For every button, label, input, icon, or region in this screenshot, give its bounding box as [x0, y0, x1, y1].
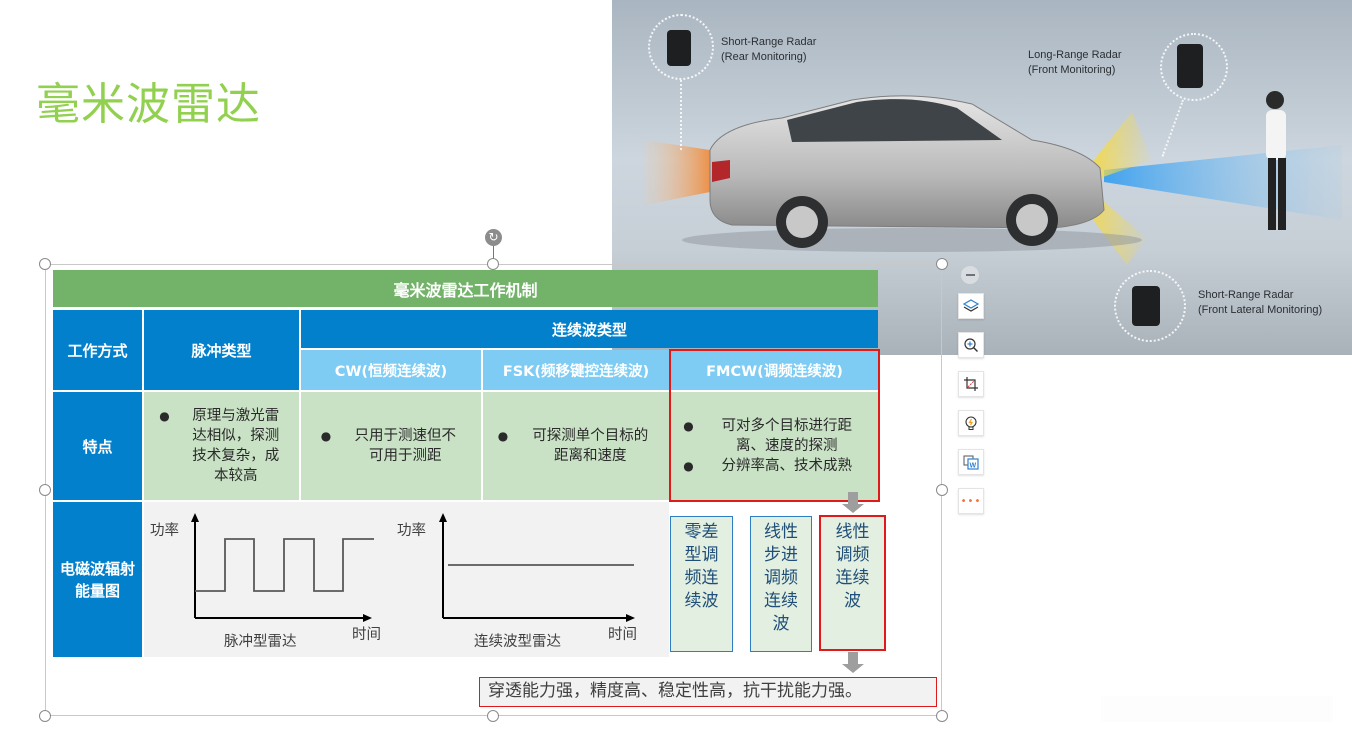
down-arrow-head-icon — [842, 504, 864, 513]
zoom-in-button[interactable] — [958, 332, 984, 358]
pulse-radar-chart — [191, 513, 374, 622]
header-cw: CW(恒频连续波) — [301, 350, 481, 390]
bullet-icon: ● — [320, 429, 332, 443]
features-cw-text: 只用于测速但不可用于测距 — [354, 428, 456, 464]
callout-title: Long-Range Radar — [1028, 49, 1122, 61]
resize-handle-top-right[interactable] — [936, 258, 948, 270]
text-line: 波 — [772, 614, 790, 634]
header-fsk: FSK(频移键控连续波) — [483, 350, 669, 390]
features-fmcw-text-2: 分辨率高、技术成熟 — [721, 458, 852, 474]
callout-subtitle: (Rear Monitoring) — [721, 51, 807, 63]
row-label-features: 特点 — [53, 392, 142, 500]
row-label-energy: 电磁波辐射能量图 — [53, 502, 142, 657]
collapse-toolbar-button[interactable] — [961, 266, 979, 284]
cw-chart-xlabel: 时间 — [608, 627, 637, 643]
features-fmcw-text-1: 可对多个目标进行距离、速度的探测 — [721, 418, 852, 454]
crop-button[interactable] — [958, 371, 984, 397]
bullet-icon: ● — [683, 419, 694, 433]
slide-title: 毫米波雷达 — [36, 79, 261, 130]
fmcw-type-linear-fm: 线性 调频 连续 波 — [819, 515, 886, 651]
lightbulb-icon — [965, 416, 977, 430]
header-pulse-type: 脉冲类型 — [144, 310, 299, 390]
header-continuous-type: 连续波类型 — [301, 310, 878, 348]
bullet-icon: ● — [683, 459, 694, 473]
down-arrow-head-icon — [842, 664, 864, 673]
crop-icon — [964, 377, 978, 391]
resize-handle-middle-right[interactable] — [936, 484, 948, 496]
convert-to-word-button[interactable]: W — [958, 449, 984, 475]
zoom-in-icon — [964, 338, 978, 352]
front-lateral-radar-ring — [1114, 270, 1186, 342]
more-options-button[interactable]: ••• — [958, 488, 984, 514]
callout-title: Short-Range Radar — [721, 36, 817, 48]
text-line: 续波 — [684, 591, 719, 611]
svg-text:W: W — [970, 463, 977, 470]
fmcw-type-linear-step: 线性 步进 调频 连续 波 — [750, 516, 812, 652]
summary-conclusion: 穿透能力强，精度高、稳定性高，抗干扰能力强。 — [479, 677, 937, 707]
pulse-chart-xlabel: 时间 — [352, 627, 381, 643]
callout-title: Short-Range Radar — [1198, 289, 1294, 301]
rear-radar-ring — [648, 14, 714, 80]
long-range-radar-ring — [1160, 33, 1228, 101]
callout-front-lateral-radar: Short-Range Radar (Front Lateral Monitor… — [1198, 288, 1322, 318]
bullet-icon: ● — [497, 429, 509, 443]
minus-icon — [965, 274, 975, 276]
rotate-handle-icon[interactable]: ↻ — [485, 229, 502, 246]
text-line: 零差 — [684, 522, 719, 542]
front-lateral-radar-sensor-icon — [1132, 286, 1160, 326]
car-scene-graphic — [644, 91, 1342, 265]
text-line: 连续 — [835, 568, 870, 588]
rear-radar-pointer — [680, 80, 682, 150]
features-cw: ● 只用于测速但不可用于测距 — [301, 392, 481, 500]
resize-handle-bottom-center[interactable] — [487, 710, 499, 722]
header-fmcw: FMCW(调频连续波) — [671, 350, 878, 390]
bullet-icon: ● — [159, 409, 170, 423]
callout-subtitle: (Front Monitoring) — [1028, 64, 1116, 76]
features-fsk-text: 可探测单个目标的距离和速度 — [532, 428, 649, 464]
callout-long-range-radar: Long-Range Radar (Front Monitoring) — [1028, 48, 1122, 78]
text-line: 线性 — [764, 522, 798, 542]
text-line: 调频 — [835, 545, 870, 565]
cw-chart-ylabel: 功率 — [397, 523, 426, 539]
text-line: 型调 — [684, 545, 719, 565]
down-arrow-icon — [848, 492, 858, 504]
text-line: 波 — [844, 591, 861, 611]
text-line: 连续 — [764, 591, 798, 611]
energy-charts-area — [144, 502, 669, 657]
features-pulse: ● 原理与激光雷达相似，探测技术复杂，成本较高 — [144, 392, 299, 500]
text-line: 步进 — [764, 545, 798, 565]
layers-button[interactable] — [958, 293, 984, 319]
resize-handle-bottom-left[interactable] — [39, 710, 51, 722]
resize-handle-top-center[interactable] — [487, 258, 499, 270]
header-work-mode: 工作方式 — [53, 310, 142, 390]
down-arrow-icon — [848, 652, 858, 664]
image-to-word-icon: W — [963, 455, 979, 470]
features-pulse-text: 原理与激光雷达相似，探测技术复杂，成本较高 — [192, 408, 280, 484]
fmcw-type-homodyne: 零差 型调 频连 续波 — [670, 516, 733, 652]
callout-subtitle: (Front Lateral Monitoring) — [1198, 304, 1323, 316]
resize-handle-bottom-right[interactable] — [936, 710, 948, 722]
text-line: 调频 — [764, 568, 798, 588]
text-line: 线性 — [835, 522, 870, 542]
rear-radar-sensor-icon — [667, 30, 691, 66]
text-line: 频连 — [684, 568, 719, 588]
pulse-chart-caption: 脉冲型雷达 — [224, 634, 297, 650]
rotate-handle-stem — [493, 246, 494, 260]
fmcw-highlight-box — [669, 349, 880, 502]
more-dots-icon: ••• — [960, 495, 982, 507]
pulse-chart-ylabel: 功率 — [150, 523, 179, 539]
features-fsk: ● 可探测单个目标的距离和速度 — [483, 392, 669, 500]
resize-handle-middle-left[interactable] — [39, 484, 51, 496]
callout-rear-radar: Short-Range Radar (Rear Monitoring) — [721, 35, 816, 65]
layers-icon — [963, 299, 979, 312]
resize-handle-top-left[interactable] — [39, 258, 51, 270]
table-title: 毫米波雷达工作机制 — [53, 270, 878, 307]
long-range-radar-sensor-icon — [1177, 44, 1203, 88]
cw-chart-caption: 连续波型雷达 — [474, 634, 561, 650]
smart-idea-button[interactable] — [958, 410, 984, 436]
features-fmcw: ● 可对多个目标进行距离、速度的探测 ● 分辨率高、技术成熟 — [671, 392, 878, 500]
continuous-wave-chart — [439, 513, 635, 622]
blank-area — [1101, 696, 1333, 722]
